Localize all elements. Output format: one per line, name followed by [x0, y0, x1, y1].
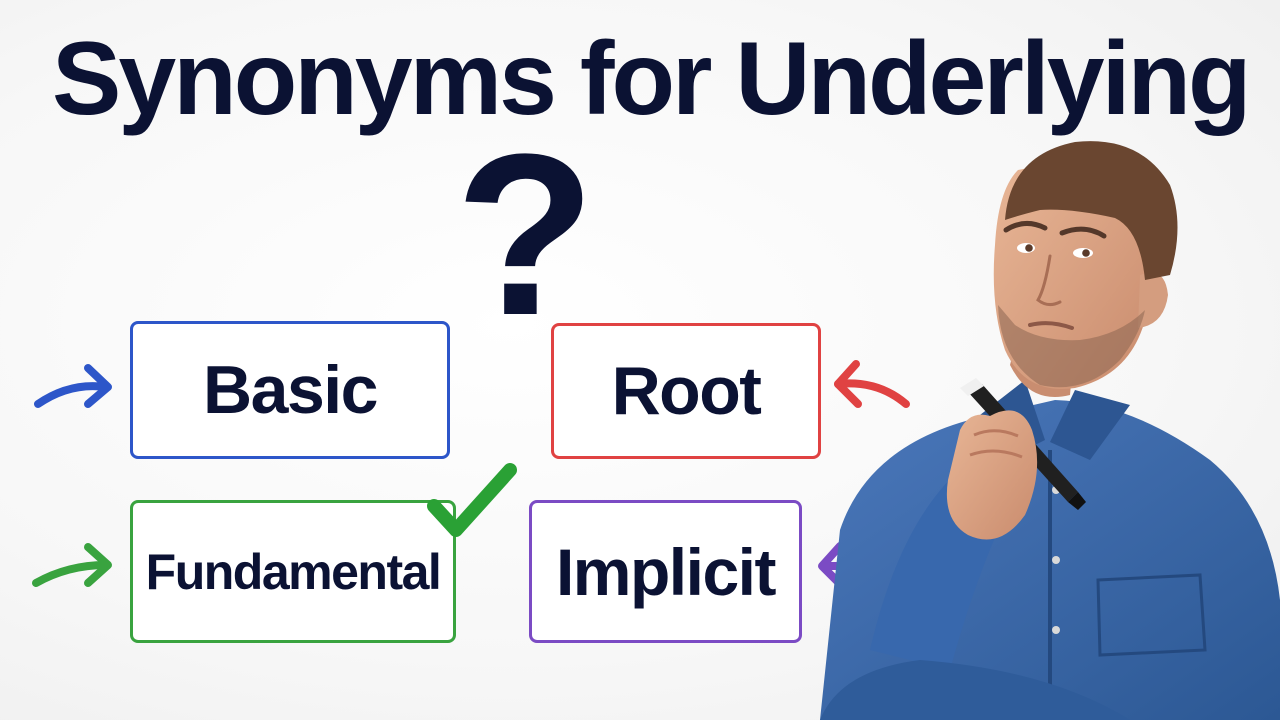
root-arrow-icon [834, 360, 910, 408]
word-fundamental: Fundamental [145, 543, 442, 600]
thinking-man-illustration [820, 141, 1280, 720]
word-box-root: Root [551, 323, 821, 459]
basic-arrow-icon [34, 364, 112, 408]
word-basic: Basic [203, 352, 378, 428]
word-box-fundamental: Fundamental [130, 500, 456, 643]
fundamental-arrow-icon [32, 543, 112, 587]
word-box-basic: Basic [130, 321, 450, 459]
word-root: Root [611, 353, 762, 429]
word-implicit: Implicit [555, 534, 777, 609]
question-mark: ? [455, 106, 596, 363]
checkmark-icon [427, 463, 517, 537]
word-box-implicit: Implicit [529, 500, 802, 643]
page-title: Synonyms for Underlying [52, 21, 1252, 137]
